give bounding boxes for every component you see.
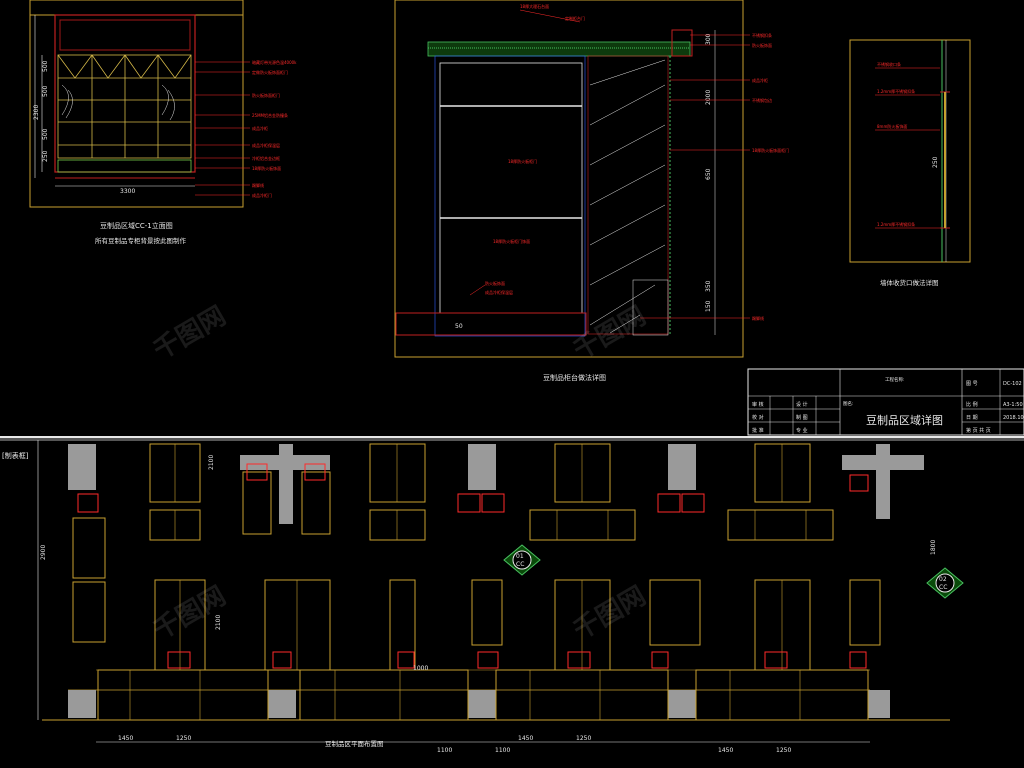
- marker-left-bottom: CC: [516, 561, 524, 568]
- detail-note-1: 不锈钢收口条: [877, 61, 901, 67]
- plan-hdim-5: 1450: [518, 735, 533, 742]
- elevation-dim-4: 250: [42, 150, 49, 162]
- elevation-dim-1: 500: [42, 60, 49, 72]
- section-dim-4: 350: [705, 280, 712, 292]
- plan-vdim-4: 1800: [930, 540, 937, 555]
- elevation-note-6: 成品冷柜保温层: [252, 142, 280, 148]
- section-inner-note-2: 18厚防火板柜门饰面: [493, 238, 530, 244]
- section-marker-left: 01 CC: [503, 544, 541, 576]
- section-note-3: 成品冷柜: [752, 77, 768, 83]
- title-block: 工程名称: 图名: 豆制品区域详图 审 核 设 计 校 对 制 图 批 准 专 …: [747, 368, 1024, 436]
- plan-vdim-1: 2100: [208, 455, 215, 470]
- plan-left-tab: [制表框]: [2, 451, 29, 460]
- section-dim-3: 650: [705, 168, 712, 180]
- plan-vdim-3: 2900: [40, 545, 47, 560]
- plan-hdim-3: 1100: [437, 747, 452, 754]
- elevation-note-1: 暗藏灯带光源色温4000k: [252, 59, 297, 65]
- plan-vdim-5: 1000: [413, 665, 428, 672]
- tb-right-label-1: 图 号: [966, 381, 978, 387]
- detail-note-2: 1.2mm厚不锈钢扣条: [877, 88, 915, 94]
- elevation-note-10: 成品冷柜门: [252, 192, 272, 198]
- elevation-left: 3300 2300 500 500 500 250 暗藏灯带光源色温4000k …: [29, 0, 297, 245]
- section-top-note-1: 18厚大理石台面: [520, 3, 549, 9]
- elevation-note-8: 18厚防火板饰面: [252, 165, 281, 171]
- section-note-5: 18厚防火板饰面柜门: [752, 147, 789, 153]
- elevation-dim-3: 500: [42, 128, 49, 140]
- section-note-4: 不锈钢包边: [752, 97, 772, 103]
- marker-left-top: 01: [516, 553, 524, 560]
- tb-row3-b: 专 业: [796, 427, 808, 434]
- tb-right-value-1: DC-102: [1003, 381, 1022, 387]
- plan-hdim-1: 1450: [118, 735, 133, 742]
- section-inner-note-4: 成品冷柜保温层: [485, 289, 513, 295]
- section-inner-note-3: 防火板饰面: [485, 280, 505, 286]
- marker-right-top: 02: [939, 576, 947, 583]
- elevation-title: 豆制品区域CC-1立面图: [100, 221, 173, 230]
- title-block-project-label: 工程名称:: [885, 376, 905, 383]
- section-middle: 300 2000 650 350 150 50 不锈钢扣条 防火板饰面 成品冷柜…: [394, 0, 789, 382]
- plan-hdim-2: 1250: [176, 735, 191, 742]
- plan-title: 豆制品区平面布置图: [325, 739, 384, 748]
- section-note-1: 不锈钢扣条: [752, 32, 772, 38]
- tb-right-value-3: 2018.10: [1003, 415, 1024, 421]
- title-block-drawing-title: 豆制品区域详图: [866, 413, 943, 427]
- section-dim-1: 300: [705, 33, 712, 45]
- elevation-subtitle: 所有豆制品专柜背景按此图制作: [95, 236, 187, 245]
- elevation-height-dim: 2300: [33, 105, 40, 120]
- tb-row2-a: 校 对: [752, 414, 764, 421]
- title-block-small-label: 图名:: [843, 400, 854, 407]
- section-inner-note-1: 18厚防火板柜门: [508, 158, 537, 164]
- plan-hdim-7: 1450: [718, 747, 733, 754]
- detail-right: 250 不锈钢收口条 1.2mm厚不锈钢扣条 8mm防火板饰面 1.2mm厚不锈…: [849, 39, 971, 287]
- elevation-note-2: 定做防火板饰面柜门: [252, 69, 288, 75]
- section-dim-5: 150: [705, 300, 712, 312]
- tb-row3-a: 批 准: [752, 427, 764, 434]
- tb-row2-b: 制 图: [796, 414, 808, 421]
- detail-dim: 250: [932, 156, 939, 168]
- section-top-note-2: 定制柜台门: [565, 15, 585, 21]
- plan-vdim-2: 2100: [215, 615, 222, 630]
- elevation-note-3: 防火板饰面柜门: [252, 92, 280, 98]
- plan-hdim-8: 1250: [776, 747, 791, 754]
- tb-right-value-2: A3-1:50: [1003, 402, 1023, 408]
- elevation-dim-2: 500: [42, 85, 49, 97]
- section-dim-2: 2000: [705, 90, 712, 105]
- plan-hdim-4: 1100: [495, 747, 510, 754]
- detail-note-4: 1.2mm厚不锈钢扣条: [877, 221, 915, 227]
- section-title: 豆制品柜台做法详图: [543, 373, 606, 382]
- tb-row1-a: 审 核: [752, 401, 764, 408]
- elevation-note-5: 成品冷柜: [252, 125, 268, 131]
- elevation-note-9: 踢脚线: [252, 182, 264, 188]
- section-dim-bottom: 50: [455, 323, 463, 330]
- elevation-note-4: 25MM铝合金防撞条: [252, 112, 288, 118]
- detail-note-3: 8mm防火板饰面: [877, 123, 907, 129]
- tb-row1-b: 设 计: [796, 401, 808, 408]
- detail-title: 墙体收货口做法详图: [880, 278, 939, 287]
- elevation-note-7: 冷柜铝合金边框: [252, 155, 280, 161]
- tb-right-label-2: 比 例: [966, 401, 978, 408]
- marker-right-bottom: CC: [939, 584, 947, 591]
- section-marker-right: 02 CC: [926, 567, 964, 599]
- section-note-2: 防火板饰面: [752, 42, 772, 48]
- elevation-width-dim: 3300: [120, 188, 135, 195]
- tb-right-label-4: 第 页 共 页: [966, 427, 991, 434]
- section-note-6: 踢脚线: [752, 315, 764, 321]
- plan-hdim-6: 1250: [576, 735, 591, 742]
- floor-plan: [制表框]: [0, 436, 1024, 754]
- tb-right-label-3: 日 期: [966, 415, 978, 421]
